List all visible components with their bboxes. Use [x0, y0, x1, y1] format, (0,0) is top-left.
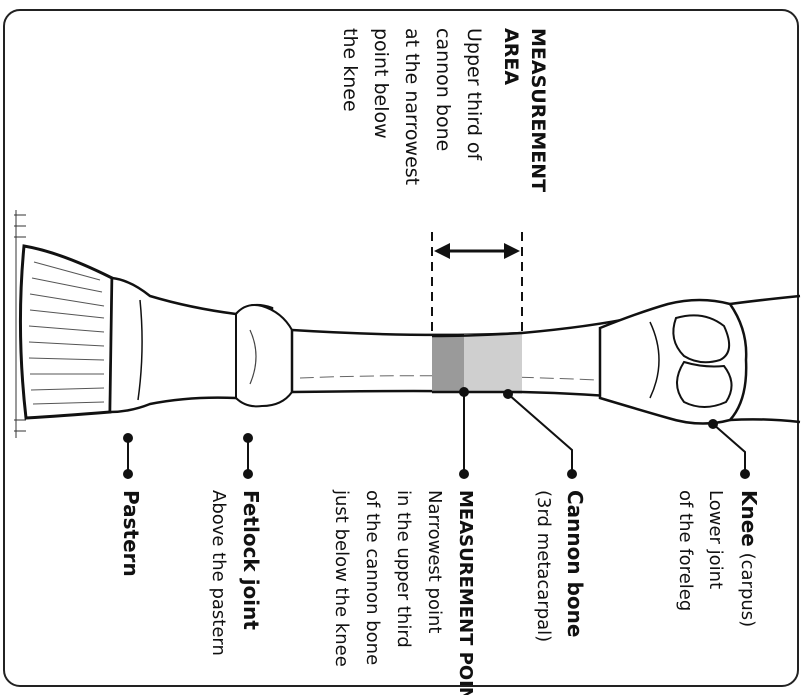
pastern-label: Pastern	[119, 490, 143, 577]
measurement-point-line-4: just below the knee	[331, 489, 352, 667]
measurement-area-line-2: cannon bone	[432, 28, 454, 151]
fetlock-joint-shape	[236, 305, 292, 406]
measurement-area-line-1: Upper third of	[463, 28, 485, 162]
measurement-area-line-5: the knee	[339, 28, 361, 112]
measurement-area-title-1: MEASUREMENT	[527, 28, 549, 192]
double-arrow-icon	[434, 243, 520, 259]
knee-joint-shape	[600, 300, 746, 424]
hoof	[20, 246, 112, 418]
measurement-area-zone	[464, 334, 522, 393]
knee-title-suffix: (carpus)	[737, 547, 758, 627]
measurement-area-line-4: point below	[370, 28, 392, 139]
knee-label: Knee (carpus) Lower joint of the foreleg	[675, 490, 761, 627]
measurement-area-line-3: at the narrowest	[401, 28, 423, 185]
measurement-area-label: MEASUREMENT AREA Upper third of cannon b…	[339, 28, 549, 192]
knee-line-2: of the foreleg	[675, 490, 696, 611]
measurement-point-line-3: of the cannon bone	[362, 490, 383, 665]
cannon-bone-label: Cannon bone (3rd metacarpal)	[533, 490, 587, 642]
fetlock-joint-label: Fetlock joint Above the pastern	[208, 490, 263, 656]
fetlock-joint-line-1: Above the pastern	[208, 490, 229, 656]
svg-text:Knee (carpus): Knee (carpus)	[737, 490, 761, 627]
measurement-point-line-2: in the upper third	[393, 490, 414, 648]
measurement-point-line-1: Narrowest point	[424, 490, 445, 633]
knee-line-1: Lower joint	[705, 490, 726, 589]
pastern-title: Pastern	[119, 490, 143, 577]
measurement-point-label: MEASUREMENT POINT Narrowest point in the…	[331, 489, 476, 695]
knee-title: Knee	[737, 490, 761, 547]
cannon-bone-title: Cannon bone	[563, 490, 587, 637]
cannon-bone-line-1: (3rd metacarpal)	[533, 490, 554, 642]
measurement-point-title: MEASUREMENT POINT	[455, 490, 476, 695]
measurement-area-title-2: AREA	[500, 28, 522, 85]
fetlock-joint-title: Fetlock joint	[239, 490, 263, 630]
measurement-point-zone	[432, 335, 464, 393]
